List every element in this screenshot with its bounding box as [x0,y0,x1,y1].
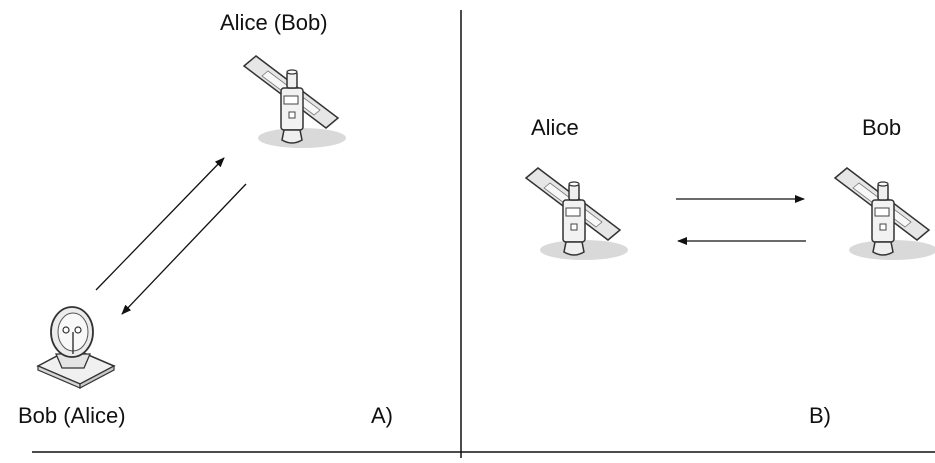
left-satellite-label: Alice [531,115,579,140]
satellite-icon [243,55,347,149]
uplink-arrow-icon [95,157,225,291]
satellite-icon [525,167,629,261]
panel-b-tag: B) [809,403,831,428]
satellite-icon [834,167,935,261]
panel-a-tag: A) [371,403,393,428]
right-satellite-label: Bob [862,115,902,140]
ground-station-label: Bob (Alice) [18,403,126,428]
ground-station-dish-icon [37,306,115,389]
satellite-label: Alice (Bob) [220,10,328,35]
downlink-arrow-icon [121,183,247,315]
